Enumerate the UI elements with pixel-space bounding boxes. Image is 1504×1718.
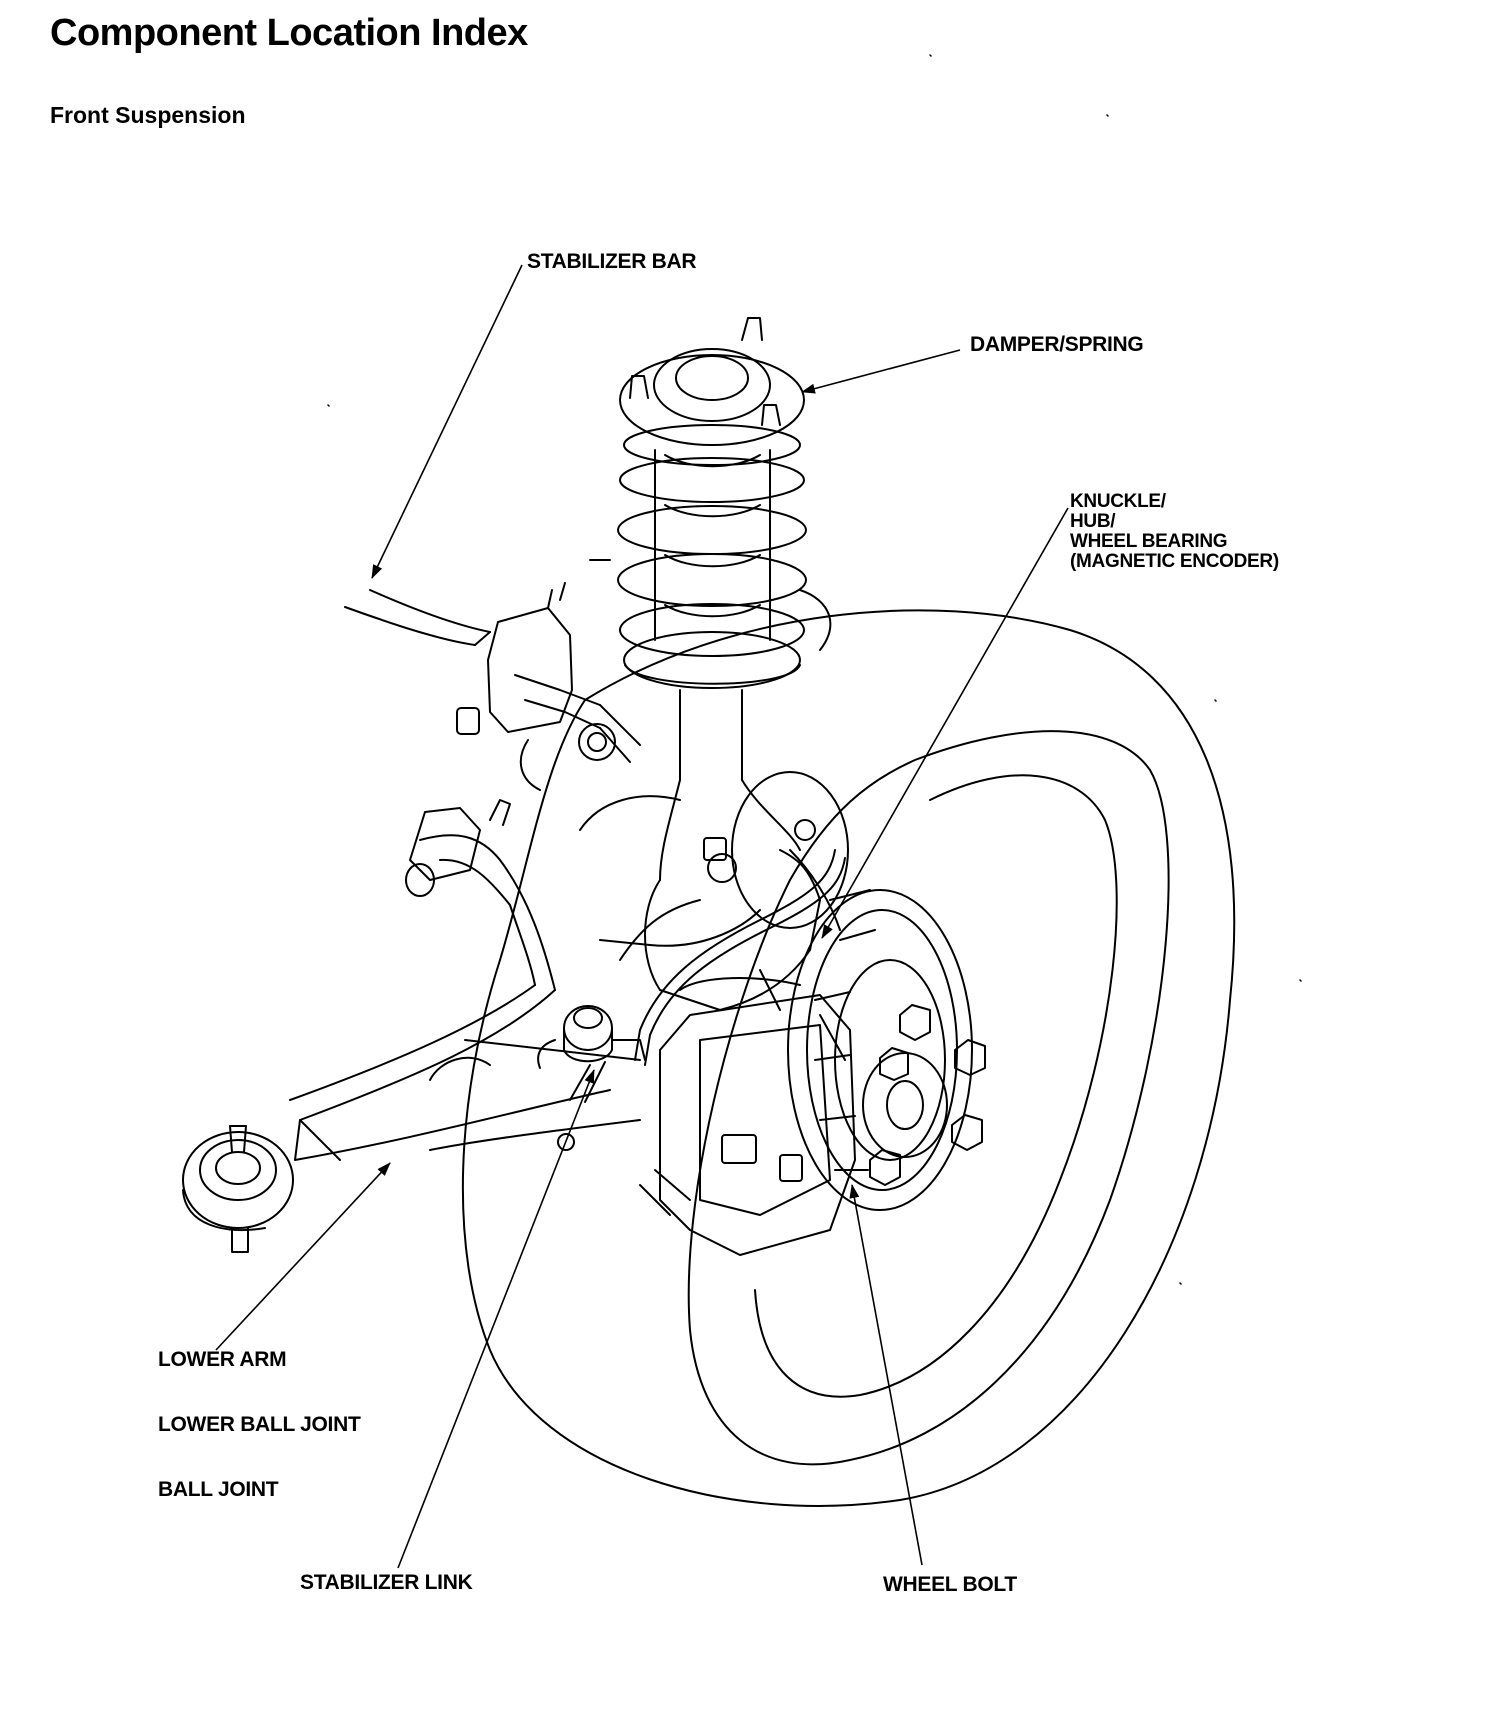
page-title: Component Location Index xyxy=(50,12,528,54)
scan-marks xyxy=(327,54,1302,1285)
leader-stabilizer-bar xyxy=(371,264,523,579)
leader-wheel-bolt xyxy=(849,1184,923,1566)
stabilizer-bar-drawing xyxy=(344,582,641,791)
callout-hub-line: HUB/ xyxy=(1070,511,1116,532)
callout-wheel-bolt: WHEEL BOLT xyxy=(883,1573,1017,1596)
callout-magnetic-encoder-line: (MAGNETIC ENCODER) xyxy=(1070,551,1279,572)
callout-damper-spring: DAMPER/SPRING xyxy=(970,333,1144,356)
callout-lower-ball-joint: LOWER BALL JOINT xyxy=(158,1413,361,1436)
callout-lower-arm: LOWER ARM xyxy=(158,1348,287,1371)
brake-rotor-drawing xyxy=(787,889,973,1211)
section-title: Front Suspension xyxy=(50,102,246,128)
knuckle-hub-drawing xyxy=(579,771,849,1011)
callout-ball-joint: BALL JOINT xyxy=(158,1478,279,1501)
front-bushing-drawing xyxy=(405,799,511,897)
leader-lower-arm xyxy=(215,1162,391,1351)
callout-knuckle-hub-wheel-bearing: KNUCKLE/ HUB/ WHEEL BEARING (MAGNETIC EN… xyxy=(1070,492,1279,572)
leader-stabilizer-link xyxy=(397,1069,595,1569)
callout-stabilizer-bar: STABILIZER BAR xyxy=(527,250,697,273)
lower-arm-drawing xyxy=(289,834,641,1161)
leader-damper-spring xyxy=(801,349,961,394)
callout-knuckle-line: KNUCKLE/ xyxy=(1070,491,1166,512)
leader-knuckle xyxy=(821,507,1069,939)
callout-stabilizer-link: STABILIZER LINK xyxy=(300,1571,473,1594)
damper-spring-drawing xyxy=(589,317,832,881)
wheel-hub-drawing xyxy=(862,1004,986,1186)
lower-arm-bushing-drawing xyxy=(182,1125,294,1253)
brake-caliper-drawing xyxy=(639,969,856,1256)
stabilizer-link-drawing xyxy=(537,1005,646,1151)
callout-leaders xyxy=(215,264,1069,1569)
callout-wheel-bearing-line: WHEEL BEARING xyxy=(1070,531,1228,552)
